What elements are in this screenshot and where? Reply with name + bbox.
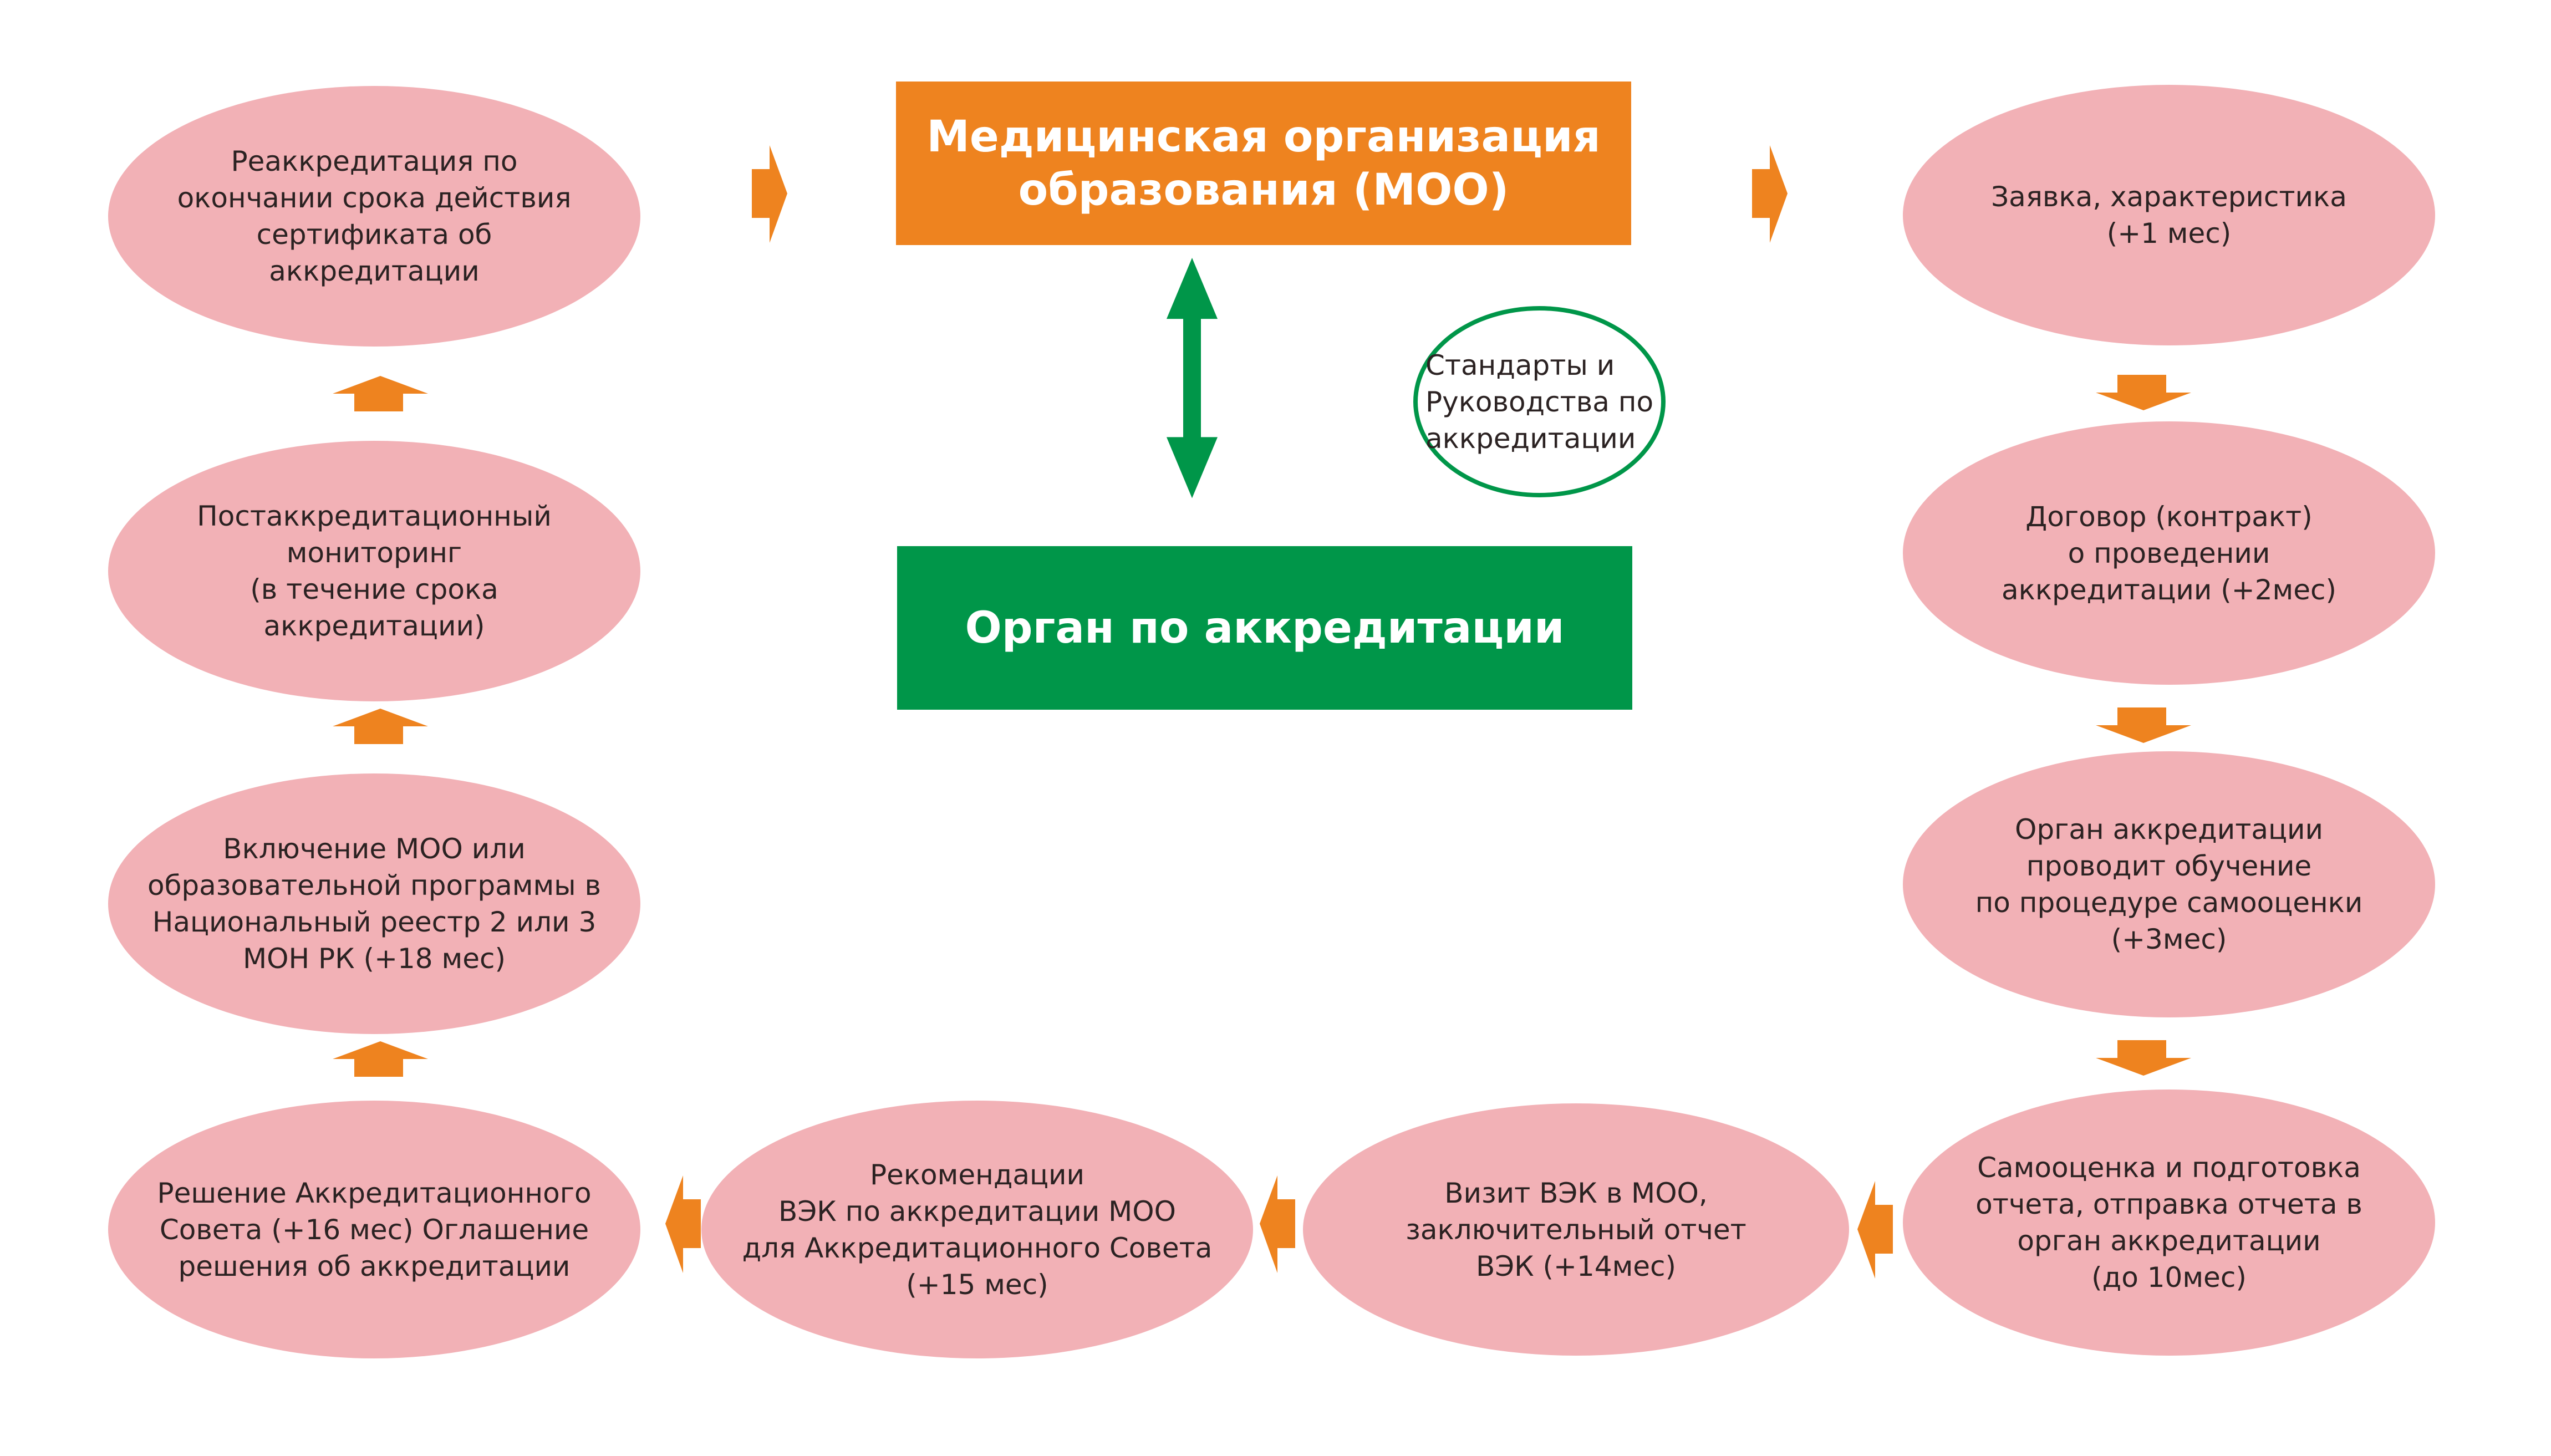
standards-note: Стандарты и Руководства по аккредитации	[1413, 306, 1666, 497]
arrow-down-icon	[2096, 707, 2191, 743]
standards-note-label: Стандарты и Руководства по аккредитации	[1425, 349, 1654, 455]
step-label: Рекомендации ВЭК по аккредитации МОО для…	[742, 1158, 1213, 1301]
double-vertical-arrow-icon	[1167, 258, 1218, 498]
arrow-up-icon	[333, 709, 428, 744]
step-label: Включение МОО или образовательной програ…	[147, 833, 602, 975]
moo-box-label: Медицинская организация образования (МОО…	[926, 111, 1601, 215]
arrow-down-icon	[2096, 375, 2191, 410]
step-2-contract: Договор (контракт) о проведении аккредит…	[1903, 421, 2435, 685]
arrow-right-icon	[1752, 145, 1788, 243]
step-3-training: Орган аккредитации проводит обучение по …	[1903, 751, 2435, 1017]
arrow-left-icon	[1260, 1175, 1295, 1273]
arrow-left-icon	[665, 1175, 701, 1273]
step-label: Самооценка и подготовка отчета, отправка…	[1975, 1152, 2362, 1294]
arrow-right-icon	[752, 145, 787, 243]
step-9-monitoring: Постаккредитационный мониторинг (в течен…	[108, 441, 640, 701]
step-5-visit: Визит ВЭК в МОО, заключительный отчет ВЭ…	[1303, 1103, 1849, 1356]
step-label: Реаккредитация по окончании срока действ…	[177, 145, 572, 287]
agency-box-label: Орган по аккредитации	[965, 603, 1565, 653]
step-4-self-assessment: Самооценка и подготовка отчета, отправка…	[1903, 1090, 2435, 1356]
arrow-up-icon	[333, 1041, 428, 1077]
step-1-application: Заявка, характеристика (+1 мес)	[1903, 85, 2435, 345]
step-10-reaccreditation: Реаккредитация по окончании срока действ…	[108, 86, 640, 347]
step-label: Решение Аккредитационного Совета (+16 ме…	[157, 1177, 592, 1282]
step-6-recommendations: Рекомендации ВЭК по аккредитации МОО для…	[701, 1101, 1253, 1358]
moo-box: Медицинская организация образования (МОО…	[896, 82, 1631, 245]
step-label: Визит ВЭК в МОО, заключительный отчет ВЭ…	[1406, 1177, 1747, 1282]
arrow-down-icon	[2096, 1040, 2191, 1076]
step-7-decision: Решение Аккредитационного Совета (+16 ме…	[108, 1101, 640, 1358]
arrow-up-icon	[333, 376, 428, 411]
step-label: Заявка, характеристика (+1 мес)	[1991, 181, 2347, 250]
arrow-left-icon	[1857, 1181, 1893, 1279]
step-label: Постаккредитационный мониторинг (в течен…	[197, 500, 552, 642]
step-label: Орган аккредитации проводит обучение по …	[1975, 813, 2363, 955]
agency-box: Орган по аккредитации	[897, 546, 1632, 710]
step-8-registry: Включение МОО или образовательной програ…	[108, 773, 640, 1034]
step-label: Договор (контракт) о проведении аккредит…	[2002, 500, 2336, 606]
